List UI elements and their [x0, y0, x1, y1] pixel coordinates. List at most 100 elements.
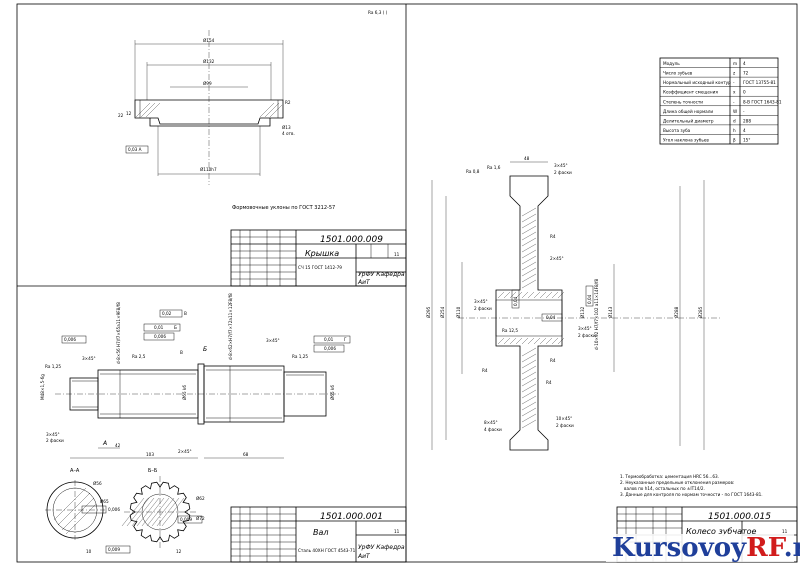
shaft-spline1: d-8×56 H7/f7×65a11×9F8/f8 — [116, 302, 121, 364]
shaft-ra-left: Ra 1,25 — [45, 364, 61, 369]
cover-outline — [134, 99, 284, 125]
table-param: Делительный диаметр — [663, 118, 714, 123]
cover-h2: 12 — [126, 111, 132, 116]
gear-chamfer-left: 3×45° — [474, 299, 488, 304]
gear-chamfer-right: 3×45° — [578, 326, 592, 331]
gear-note-3: валов по h14, остальных по ±IT14/2. — [624, 486, 705, 491]
gear-r4c: R4 — [550, 358, 556, 363]
shaft-chamfer-left: 3×45° — [82, 356, 96, 361]
table-symbol: h — [733, 128, 736, 133]
shaft-diam-right: Ø65 k6 — [330, 385, 335, 400]
shaft-len-68: 68 — [243, 452, 249, 457]
cover-code: 1501.000.009 — [320, 235, 383, 245]
gear-ra-top2: Ra 1,6 — [487, 165, 501, 170]
table-param: Угол наклона зубьев — [663, 138, 709, 143]
gear-chamfer-b1: 8×45° — [484, 420, 498, 425]
shaft-tol-9: 0,009 — [108, 547, 120, 552]
gear-code: 1501.000.015 — [708, 512, 771, 522]
cover-holes: Ø13 — [282, 125, 291, 130]
outer-frame — [16, 3, 798, 563]
shaft-chamfer-left2b: 2 фаски — [46, 438, 64, 443]
shaft-diam-mid: Ø65 k6 — [182, 385, 187, 400]
table-value: 4 — [743, 61, 746, 66]
shaft-tol-8: 0,009 — [180, 517, 192, 522]
corner-roughness: Ra 6,3 ( ) — [368, 10, 388, 15]
gear-d288: Ø288 — [674, 306, 679, 318]
shaft-drawing: М48×1,5-6g Ra 1,25 Ra 2,5 Ra 1,25 d-8×56… — [40, 293, 351, 554]
shaft-material: Сталь 40ХН ГОСТ 4543-71 — [298, 548, 356, 553]
gear-d132: Ø132 — [580, 306, 585, 318]
shaft-tol-1: 0,02 — [162, 311, 172, 316]
shaft-tol-2: 0,006 — [64, 337, 76, 342]
table-value: 288 — [743, 118, 751, 123]
shaft-section-a: А — [102, 440, 107, 447]
gear-tol-3: 0,04 — [513, 296, 518, 306]
gear-chamfer-b2: 10×45° — [556, 416, 572, 421]
shaft-tol-1b: В — [184, 311, 187, 316]
table-param: Длина общей нормали — [663, 109, 713, 114]
gear-d110: Ø110 — [456, 306, 461, 318]
cover-holes-count: 4 отв. — [282, 131, 295, 136]
gear-tol-2: 0,04 — [587, 294, 592, 304]
table-value: 72 — [743, 71, 749, 76]
cover-name: Крышка — [305, 249, 339, 258]
table-value: 0 — [743, 90, 746, 95]
shaft-org: УрФУ Кафедра — [358, 544, 405, 551]
cover-sheets: 11 — [394, 252, 400, 257]
gear-note-1: 1. Термообработка: цементация HRC 56...6… — [620, 474, 719, 479]
gear-chamfer-b2b: 2 фаски — [556, 423, 574, 428]
section-aa-d56: Ø56 — [93, 481, 102, 486]
cover-note: Формовочные уклоны по ГОСТ 3212-57 — [232, 205, 335, 211]
section-bb-width: 12 — [176, 549, 182, 554]
shaft-section-v: В — [180, 350, 183, 355]
table-symbol: - — [733, 80, 735, 85]
gear-tol-1: 0,04 — [546, 315, 556, 320]
shaft-tol-7: 0,006 — [108, 507, 120, 512]
gear-drawing: 48 3×45° 2 фаски Ra 0,8 Ra 1,6 Ø295 Ø254… — [426, 156, 720, 451]
gear-d285: Ø285 — [698, 306, 703, 318]
table-value: ГОСТ 13755-81 — [743, 80, 776, 85]
gear-chamfer-b1b: 4 фаски — [484, 427, 502, 432]
shaft-ra-right: Ra 1,25 — [292, 354, 308, 359]
gear-d295: Ø295 — [426, 306, 431, 318]
shaft-tol-5b: Г — [344, 337, 347, 342]
cover-dim-132: Ø132 — [203, 59, 215, 64]
shaft-group: АиТ — [357, 553, 371, 560]
table-value: 8-В ГОСТ 1643-81 — [743, 99, 782, 104]
cover-dim-154: Ø154 — [203, 38, 215, 43]
cover-drawing: Ø154 Ø132 Ø99 Ø110h7 Ø13 4 отв. R2 22 12… — [118, 30, 335, 211]
table-symbol: m — [733, 61, 737, 66]
shaft-spline2: d-8×62×H7/f7×72a11×12F8/f8 — [228, 293, 233, 360]
shaft-code: 1501.000.001 — [320, 512, 383, 522]
shaft-sheets: 11 — [394, 529, 400, 534]
table-symbol: β — [733, 138, 736, 143]
shaft-title-block: 1501.000.001 Вал Сталь 40ХН ГОСТ 4543-71… — [230, 506, 407, 563]
cover-group: АиТ — [357, 279, 371, 286]
gear-d143: Ø143 — [608, 306, 613, 318]
gear-width: 48 — [524, 156, 530, 161]
gear-d254: Ø254 — [440, 306, 445, 318]
cover-dim-110: Ø110h7 — [200, 167, 217, 172]
gear-sheets: 11 — [782, 529, 788, 534]
shaft-section-b: Б — [203, 346, 207, 353]
cover-org: УрФУ Кафедра — [358, 271, 405, 278]
gear-ra-top1: Ra 0,8 — [466, 169, 480, 174]
gear-r4d: R4 — [546, 380, 552, 385]
table-param: Число зубьев — [663, 71, 693, 76]
table-symbol: x — [733, 90, 736, 95]
table-param: Коэффициент смещения — [663, 90, 718, 95]
table-value: 15° — [743, 138, 750, 143]
shaft-tol-5: 0,01 — [324, 337, 334, 342]
gear-chamfer-left2: 2 фаски — [474, 306, 492, 311]
table-param: Модуль — [663, 61, 680, 66]
gear-note-4: 3. Данные для контроля по нормам точност… — [620, 492, 763, 497]
section-bb-d62: Ø62 — [196, 496, 205, 501]
section-bb — [121, 476, 196, 548]
table-value: 4 — [743, 128, 746, 133]
gear-name: Колесо зубчатое — [686, 527, 757, 536]
shaft-tol-6: 0,006 — [324, 346, 336, 351]
table-symbol: W — [733, 109, 737, 114]
